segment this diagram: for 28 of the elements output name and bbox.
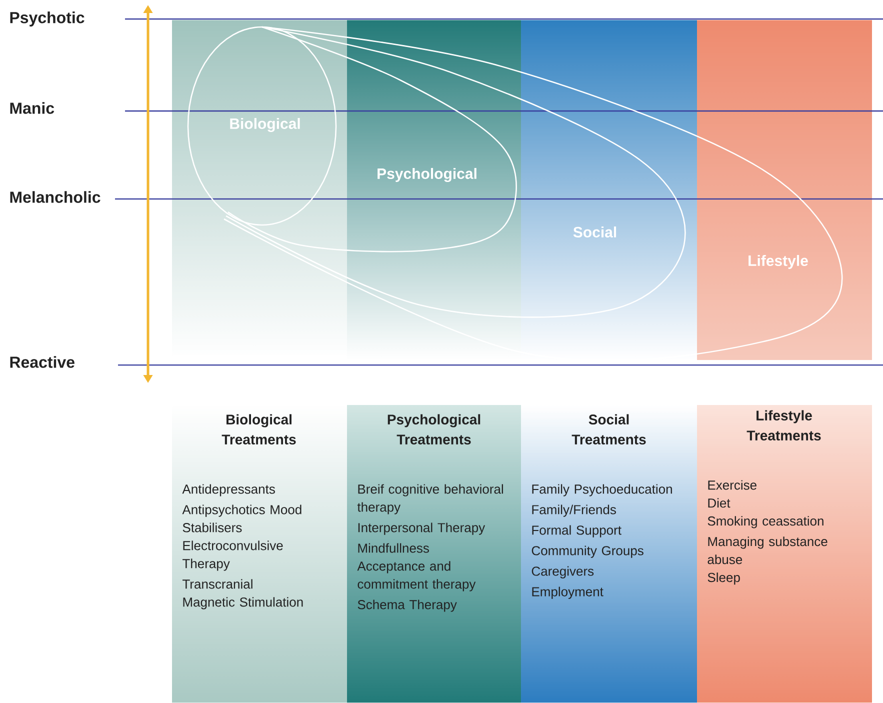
list-item: Managing substance abuse [708, 536, 828, 564]
list-item: Sleep [708, 572, 740, 585]
list-item: Breif cognitive behavioral therapy [357, 484, 503, 514]
list-item: Electroconvulsive Therapy [182, 540, 283, 571]
column-heading: Social Treatments [572, 414, 646, 444]
list-item: Exercise [708, 480, 756, 490]
level-label: Melancholic [10, 191, 100, 203]
list-item: Formal Support [532, 525, 622, 538]
list-item: Family/Friends [532, 504, 616, 517]
list-item: Mindfullness [358, 543, 429, 553]
level-label: Reactive [10, 356, 74, 368]
list-item: Schema Therapy [358, 600, 457, 612]
list-item: Antidepressants [182, 484, 275, 496]
list-item: Caregivers [532, 566, 594, 578]
list-item: Employment [532, 586, 604, 599]
list-item: Diet [708, 498, 730, 508]
list-item: Transcranial Magnetic Stimulation [182, 579, 303, 610]
list-item: Family Psychoeducation [532, 484, 672, 496]
list-item: Antipsychotics Mood Stabilisers [182, 504, 302, 532]
column-heading: Biological Treatments [222, 414, 296, 444]
list-item: Community Groups [532, 546, 644, 558]
level-label: Psychotic [10, 12, 84, 26]
level-label: Manic [10, 102, 54, 114]
column-heading: Lifestyle Treatments [746, 410, 821, 440]
column-heading: Psychological Treatments [388, 414, 480, 444]
list-item: Smoking ceassation [708, 516, 824, 528]
list-item: Acceptance and commitment therapy [357, 561, 476, 592]
list-item: Interpersonal Therapy [358, 522, 486, 535]
